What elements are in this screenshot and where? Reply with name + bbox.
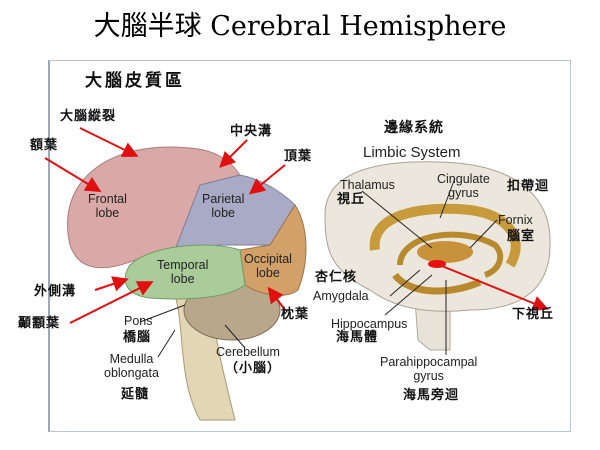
frontal-en-1: Frontal (88, 192, 127, 206)
occipital-en-2: lobe (256, 266, 280, 281)
cingulate-en-1: Cingulate (437, 172, 490, 186)
hippocampus (392, 272, 482, 295)
temporal-en-1: Temporal (157, 258, 209, 272)
limbic-brain (324, 161, 551, 351)
temporal-en-2: lobe (170, 272, 195, 287)
parahippocampal-en-2: gyrus (413, 369, 444, 384)
label-hippocampus-cn: 海馬體 (336, 330, 379, 345)
label-parahippocampal-cn: 海馬旁迴 (403, 388, 460, 403)
label-frontal-cn: 額葉 (30, 138, 59, 153)
fornix (397, 231, 504, 278)
limbic-heading-en: Limbic System (363, 144, 461, 161)
label-thalamus-cn: 視丘 (337, 192, 366, 207)
temporal-lobe (124, 244, 246, 300)
slide-title: 大腦半球 Cerebral Hemisphere (93, 11, 507, 42)
parietal-en-1: Parietal (202, 192, 245, 206)
label-lateral-sulcus: 外側溝 (34, 284, 77, 299)
label-occipital-cn: 枕葉 (281, 307, 310, 322)
label-pons-cn: 橋腦 (123, 330, 152, 345)
label-amygdala-cn: 杏仁核 (315, 270, 358, 285)
medulla-en-2: oblongata (104, 366, 159, 381)
label-cingulate-cn: 扣帶迴 (507, 179, 550, 194)
occipital-lobe (239, 204, 307, 296)
label-parietal-cn: 頂葉 (284, 149, 313, 164)
label-fornix-en: Fornix (498, 213, 533, 227)
label-pons-en: Pons (124, 314, 153, 328)
label-amygdala-en: Amygdala (313, 289, 369, 303)
cortex-brain (67, 146, 307, 421)
label-hippocampus-en: Hippocampus (331, 317, 408, 331)
leader-lines (139, 177, 498, 358)
label-arrows (44, 127, 549, 324)
medulla-en-1: Medulla (109, 352, 154, 366)
label-medulla-cn: 延髓 (121, 387, 150, 402)
cortex-heading: 大腦皮質區 (85, 71, 185, 91)
occipital-en-1: Occipital (244, 252, 292, 266)
label-cerebellum-en: Cerebellum (216, 345, 280, 359)
label-fornix-cn: 腦室 (507, 229, 536, 244)
label-cerebellum-cn: （小腦） (225, 361, 282, 376)
parahippocampal-en-1: Parahippocampal (380, 355, 478, 369)
frontal-en-2: lobe (95, 206, 120, 221)
label-central-sulcus: 中央溝 (230, 124, 273, 139)
cingulate-gyrus (369, 203, 521, 268)
cingulate-en-2: gyrus (448, 186, 479, 201)
label-thalamus-en: Thalamus (340, 178, 395, 192)
label-longitudinal-fissure: 大腦縱裂 (60, 109, 117, 124)
parietal-en-2: lobe (211, 206, 236, 221)
label-temporal-cn: 顳顬葉 (18, 316, 61, 331)
limbic-heading-cn: 邊緣系統 (384, 120, 444, 136)
thalamus (417, 241, 473, 263)
label-hypothalamus-cn: 下視丘 (512, 307, 555, 322)
